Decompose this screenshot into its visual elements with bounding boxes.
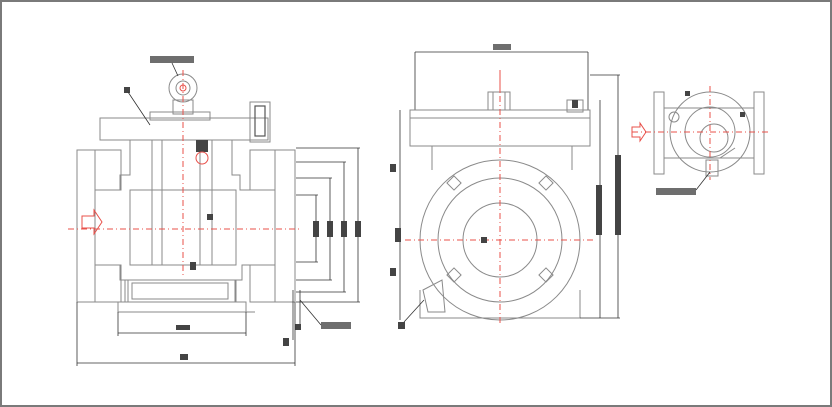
front-section-view <box>68 56 361 366</box>
screw-mark <box>572 100 578 108</box>
plug-screw-inner <box>254 105 266 137</box>
leader-line <box>695 171 711 191</box>
dimension-label-mark <box>395 228 401 242</box>
left-flange <box>76 149 96 303</box>
right-flange <box>274 149 296 303</box>
body-right-lower-outline <box>235 264 250 312</box>
plug <box>151 139 213 266</box>
lifting-eye-tag <box>150 56 194 63</box>
leader-line <box>403 299 425 323</box>
dimension-label-mark <box>615 155 621 235</box>
top-left-flange <box>653 91 665 175</box>
side-view <box>390 44 621 329</box>
plug-screw <box>249 101 271 143</box>
top-drain <box>705 159 719 177</box>
dimension-label-mark <box>327 221 333 237</box>
body-right-upper-outline <box>210 117 269 191</box>
callout-tag <box>656 188 696 195</box>
callout-marker <box>124 87 130 93</box>
top-cover <box>99 117 269 141</box>
callout-tag <box>321 322 351 329</box>
top-screw <box>668 111 680 123</box>
center-mark <box>481 237 487 243</box>
dimension-label-mark <box>390 164 396 172</box>
dimension-label-mark <box>176 325 190 330</box>
top-center-circle <box>699 123 729 153</box>
callout-marker <box>398 322 405 329</box>
left-flange-upper <box>94 149 122 191</box>
dimension-label-mark <box>596 185 602 235</box>
top-mark <box>685 91 690 96</box>
lifting-eye-hole <box>175 80 191 96</box>
dimension-label-mark <box>390 268 396 276</box>
right-flange-lower <box>249 264 276 303</box>
body-left-upper-outline <box>95 117 150 191</box>
bottom-cavity <box>124 279 236 303</box>
plug-mark <box>207 214 213 220</box>
flow-arrow-icon <box>631 121 647 143</box>
dimension-label-mark <box>180 354 188 360</box>
bottom-cover <box>131 282 229 300</box>
top-view <box>631 86 770 195</box>
top-ledge <box>692 147 736 159</box>
leader-line <box>171 62 179 77</box>
dimension-label-mark <box>355 221 361 237</box>
bolt-hole <box>446 267 462 283</box>
drain-mark <box>190 262 196 270</box>
left-flange-lower <box>94 264 122 303</box>
top-right-flange <box>753 91 765 175</box>
body-left-lower-outline <box>95 264 255 313</box>
leader-line <box>299 299 322 326</box>
cover-boss <box>149 111 211 121</box>
bolt-hole <box>446 175 462 191</box>
right-flange-upper <box>249 149 276 191</box>
dimension-label-mark <box>341 221 347 237</box>
neck <box>431 146 573 170</box>
drain-boss <box>422 279 446 313</box>
bolt-hole <box>538 175 554 191</box>
dimension-label-mark <box>493 44 511 50</box>
dimension-label-mark <box>295 324 301 330</box>
bolt-holes <box>446 175 554 283</box>
bolt-head <box>196 140 208 152</box>
bolt-hole <box>538 267 554 283</box>
dimension-label-mark <box>313 221 319 237</box>
dimension-label-mark <box>283 338 289 346</box>
top-mark <box>740 112 745 117</box>
leader-line <box>127 91 151 126</box>
lifting-eye-base <box>487 91 511 111</box>
flow-arrow-icon <box>81 208 103 236</box>
bolt-centerline-circle <box>195 151 209 165</box>
